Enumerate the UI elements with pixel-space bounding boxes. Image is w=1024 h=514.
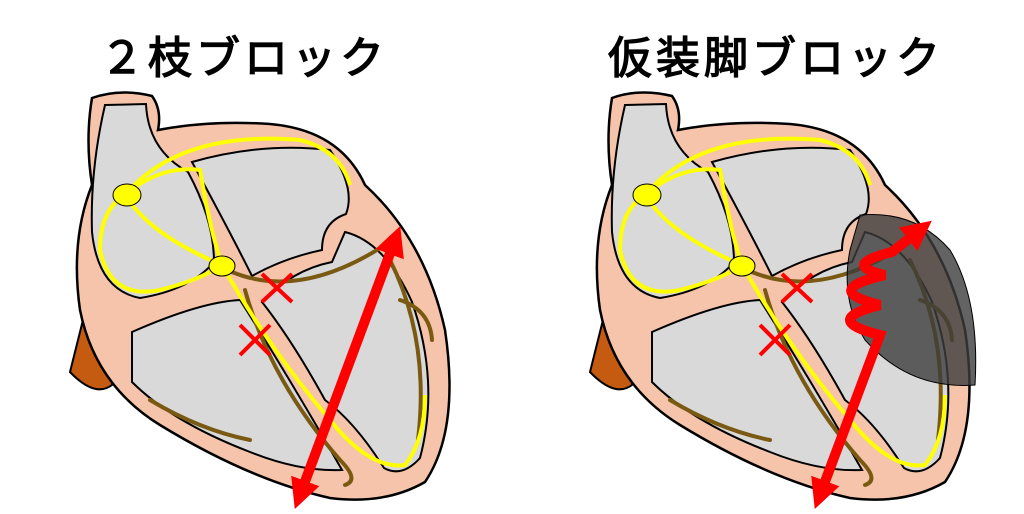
panel-title-masquerading-bundle-branch-block: 仮装脚ブロック (608, 33, 944, 84)
heart-illustration-left (68, 90, 452, 502)
block-x-mark (238, 323, 272, 357)
block-x-mark (780, 272, 814, 304)
block-x-mark (758, 323, 792, 357)
block-marks-left (238, 272, 294, 357)
conduction-arrow (291, 225, 404, 510)
panel-title-bifascicular-block: ２枝ブロック (100, 33, 388, 84)
zigzag-conduction-arrow (811, 220, 932, 510)
block-x-mark (260, 272, 294, 304)
